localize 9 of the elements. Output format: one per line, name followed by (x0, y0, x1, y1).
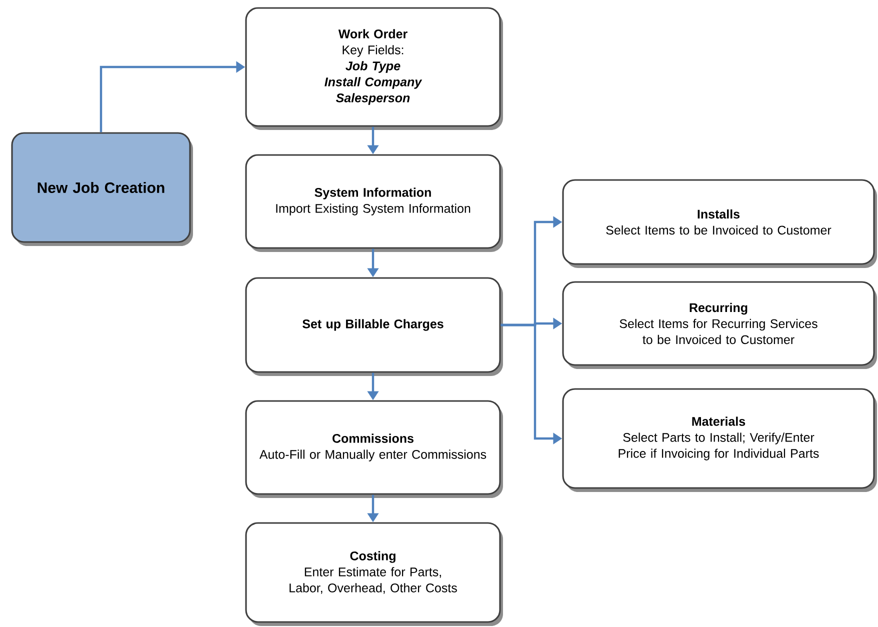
process-box: Commissions Auto-Fill or Manually enter Commissions (245, 400, 503, 498)
process-box: Materials Select Parts to Install; Verify/Enter Price if Invoicing for Individual Parts (562, 388, 877, 492)
process-box: Set up Billable Charges (245, 277, 503, 376)
process-box: Recurring Select Items for Recurring Services to be Invoiced to Customer (562, 281, 877, 369)
start-box: New Job Creation (11, 132, 193, 246)
process-box: Installs Select Items to be Invoiced to Customer (562, 179, 877, 268)
process-box: System Information Import Existing System Information (245, 154, 503, 252)
process-box: Work Order Key Fields: Job Type Install Company Salesperson (245, 7, 503, 130)
process-box: Costing Enter Estimate for Parts, Labor, Overhead, Other Costs (245, 522, 503, 626)
